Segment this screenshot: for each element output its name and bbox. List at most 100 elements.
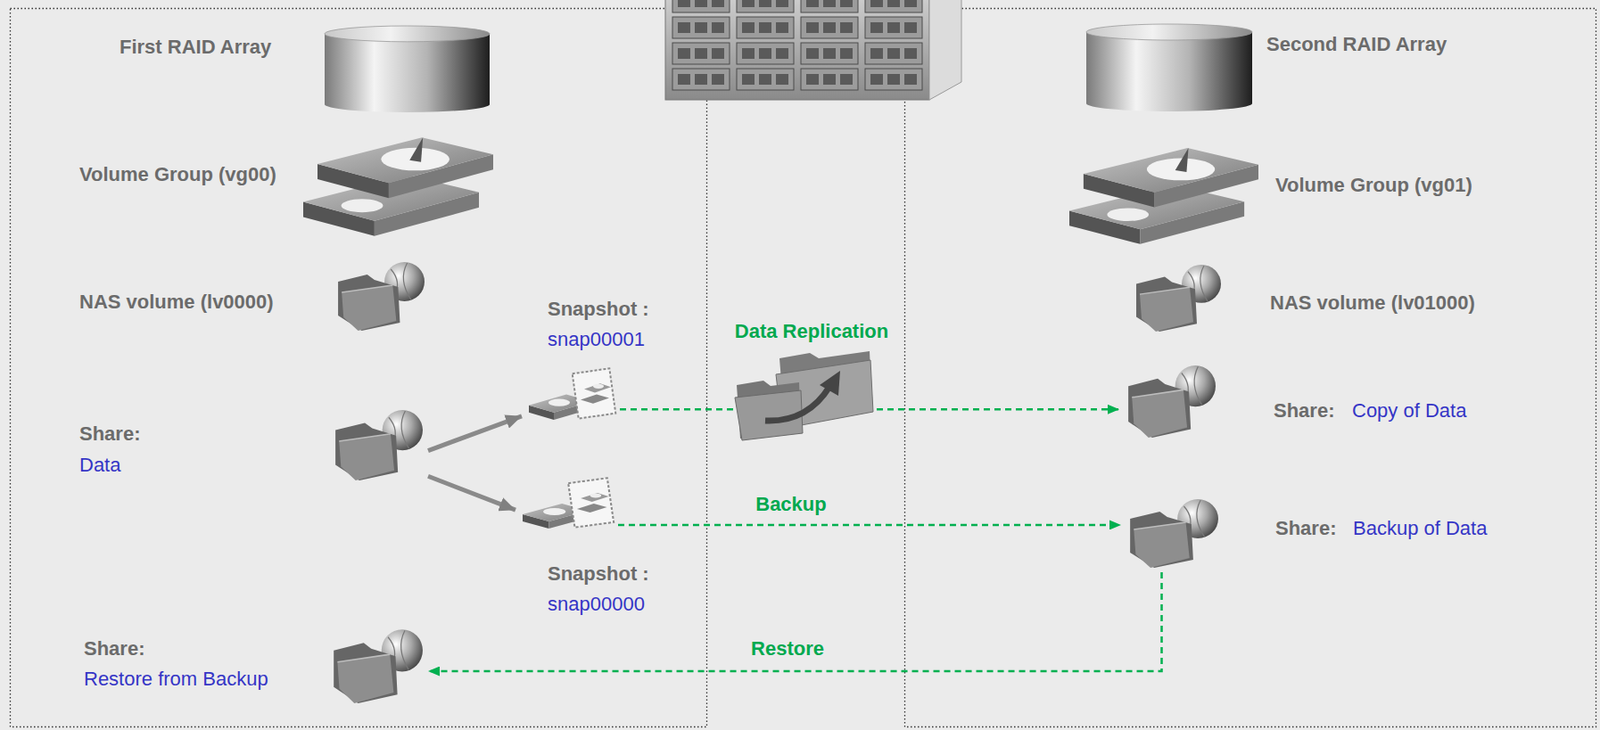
drive-bay [672, 16, 730, 39]
bay-slot [742, 74, 755, 85]
storage-item: First RAID Array [116, 23, 493, 116]
bay-slot [823, 22, 836, 33]
bay-slot [775, 22, 789, 33]
item-name: snap00000 [547, 593, 645, 617]
bay-slot [711, 22, 725, 33]
bay-slot [870, 48, 883, 59]
bay-slot [904, 22, 917, 33]
item-name: Data [79, 453, 121, 478]
bay-slot [742, 0, 755, 8]
bay-slot [904, 74, 917, 85]
fold-icon [329, 627, 424, 705]
server-front [665, 0, 930, 100]
snapshot-arrow [428, 476, 516, 511]
cylinder-bottom [1086, 95, 1253, 112]
item-heading: Share: [1273, 399, 1335, 423]
edge-label: Backup [751, 493, 830, 517]
storage-item: NAS volume (lv0000) [76, 257, 429, 335]
bay-slot [677, 74, 691, 85]
bay-slot [870, 22, 883, 33]
transfer-connector [618, 524, 1122, 528]
storage-item: Snapshot : snap00000 [519, 474, 652, 619]
folder-front [1133, 522, 1189, 569]
slab-top [317, 137, 494, 183]
platter [548, 399, 570, 407]
bay-slot [840, 22, 853, 33]
bay-slot [775, 74, 789, 85]
bay-slot [711, 48, 725, 59]
folder-front [337, 654, 394, 704]
server-side [929, 0, 962, 100]
edge-label: Data Replication [731, 320, 892, 344]
folder-front [341, 285, 396, 331]
drive-bay [736, 42, 794, 65]
bay-slot [742, 22, 755, 33]
drive-bay [800, 68, 858, 91]
item-name: Restore from Backup [83, 668, 269, 692]
left-panel [10, 8, 708, 728]
bay-slot [758, 48, 772, 59]
item-heading: Share: [79, 422, 141, 446]
drive-bay [865, 0, 923, 13]
right-panel [905, 8, 1597, 728]
bay-slot [711, 74, 725, 85]
stamp-slab [577, 503, 608, 513]
pointer [1175, 148, 1189, 173]
cyl-icon [1086, 24, 1253, 112]
item-heading: NAS volume (lv0000) [79, 290, 274, 314]
item-heading: Volume Group (vg01) [1275, 173, 1473, 198]
storage-item: Volume Group (vg00) [76, 132, 496, 243]
folder-back [1128, 379, 1191, 438]
drive-bay [672, 68, 730, 91]
folder-edge [338, 434, 391, 442]
cylinder-top [324, 25, 490, 42]
drive-bay [865, 42, 923, 65]
bay-slot [806, 74, 819, 85]
item-heading: Volume Group (vg00) [79, 163, 277, 187]
storage-item: Snapshot : snap00001 [526, 295, 652, 427]
storage-item: Share:Copy of Data [1121, 361, 1469, 442]
bay-slot [806, 22, 819, 33]
storage-item: Share: Data [76, 405, 427, 485]
bay-slot [823, 48, 836, 59]
bay-slot [823, 0, 836, 8]
copy-arrowhead [819, 371, 841, 396]
drive-bay [800, 0, 858, 13]
bay-slot [758, 0, 772, 8]
folder-back [335, 422, 398, 481]
folder-edge [341, 285, 393, 293]
transfer-connector [428, 572, 1163, 672]
item-name: Backup of Data [1352, 517, 1487, 541]
storage-item: Share:Restore from Backup [81, 625, 427, 708]
vg-icon [303, 135, 494, 240]
item-heading: Snapshot : [547, 562, 650, 586]
platter [341, 198, 384, 213]
item-heading: First RAID Array [119, 35, 272, 59]
item-heading: Second RAID Array [1266, 32, 1447, 57]
drive-bays [672, 0, 923, 91]
bay-slot [742, 48, 755, 59]
bay-slot [887, 74, 900, 85]
storage-item: Volume Group (vg01) [1066, 143, 1476, 251]
folder-back [338, 274, 400, 331]
item-heading: Snapshot : [547, 297, 650, 322]
stamp-platter [593, 384, 604, 389]
bay-slot [677, 0, 691, 8]
folder-edge [1133, 522, 1186, 530]
drive-bay [736, 68, 794, 91]
bay-slot [694, 0, 708, 8]
drive-bay [736, 16, 794, 39]
folder-back [1129, 511, 1194, 569]
pointer [409, 137, 423, 163]
fold-icon [331, 408, 424, 482]
item-name: snap00001 [547, 328, 645, 352]
item-heading: NAS volume (lv01000) [1270, 291, 1476, 315]
bay-slot [823, 74, 836, 85]
fold-icon [1124, 363, 1217, 439]
bay-slot [775, 0, 789, 8]
snapshot-arrow [428, 416, 522, 452]
